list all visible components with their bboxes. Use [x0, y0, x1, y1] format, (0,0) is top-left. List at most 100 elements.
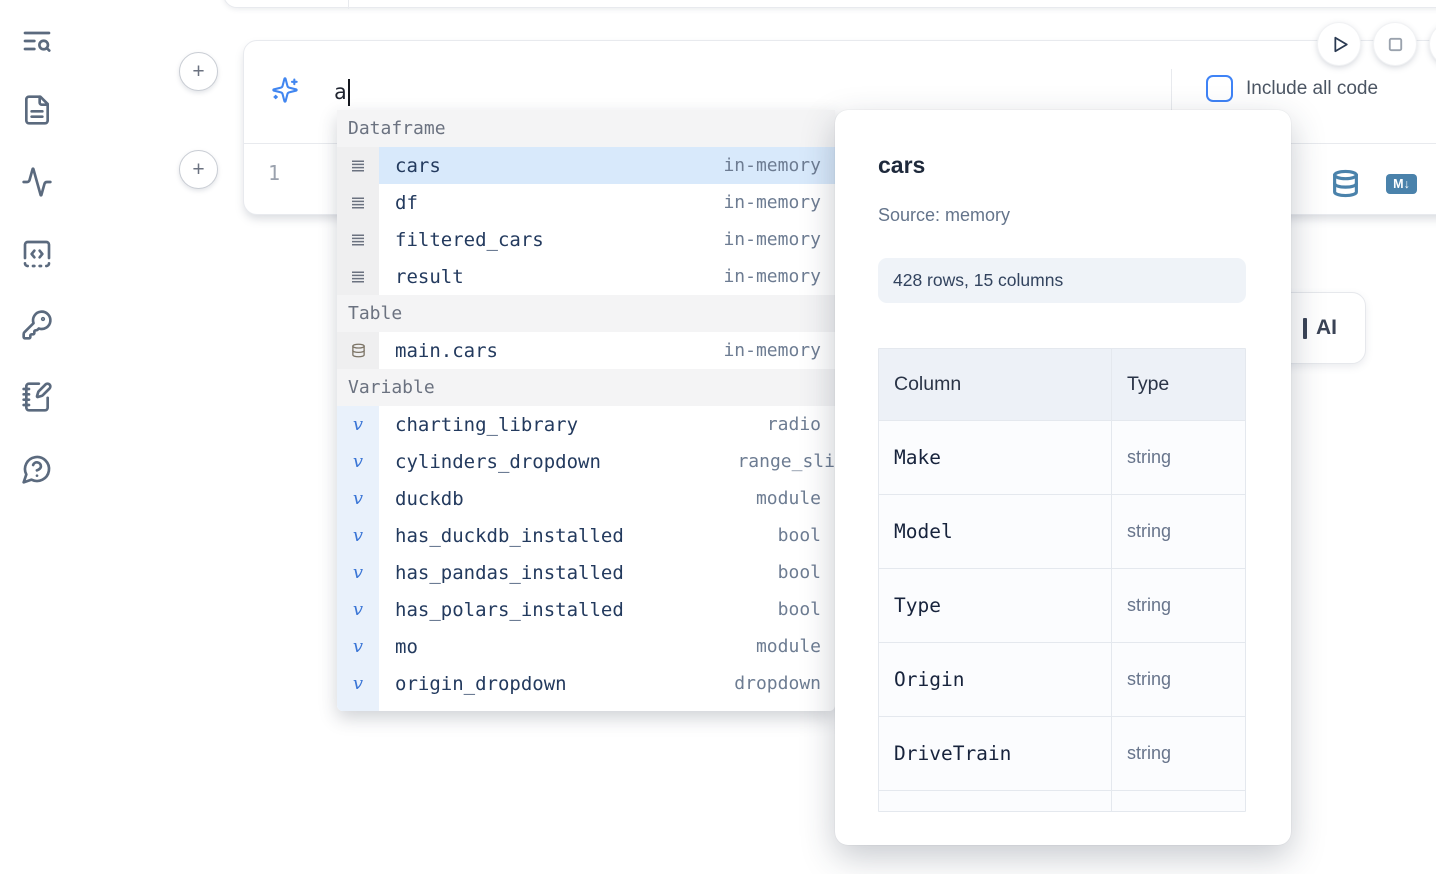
- dataframe-preview-popup: cars Source: memory 428 rows, 15 columns…: [835, 110, 1291, 845]
- preview-title: cars: [878, 152, 926, 178]
- autocomplete-section-header: Dataframe: [337, 110, 835, 147]
- dataframe-icon: [352, 233, 364, 246]
- ai-prompt-value: a: [334, 80, 347, 104]
- schema-column-name: DriveTrain: [879, 717, 1112, 790]
- autocomplete-item-gutter: [337, 147, 379, 184]
- sidebar: [0, 0, 72, 874]
- variable-icon: v: [352, 636, 364, 657]
- autocomplete-section-header: Table: [337, 295, 835, 332]
- cell-actions: M↓: [1331, 169, 1417, 198]
- completion-type: bool: [777, 562, 821, 583]
- autocomplete-item-gutter: v: [337, 591, 379, 628]
- completion-type: in-memory: [723, 192, 821, 213]
- autocomplete-item-pd[interactable]: vpdmodule: [337, 702, 835, 711]
- autocomplete-item-has_pandas_installed[interactable]: v has_pandas_installed bool: [337, 554, 835, 591]
- datasource-database-icon[interactable]: [1331, 169, 1360, 198]
- completion-type: radio: [766, 414, 821, 435]
- schema-column-name: Make: [879, 421, 1112, 494]
- line-number: 1: [268, 161, 281, 185]
- variable-icon: v: [352, 451, 364, 472]
- autocomplete-item-gutter: v: [337, 480, 379, 517]
- completion-type: in-memory: [723, 155, 821, 176]
- database-icon: [351, 343, 365, 358]
- preview-source: Source: memory: [878, 205, 1011, 225]
- code-editor[interactable]: 1: [244, 145, 1436, 214]
- add-cell-above-button[interactable]: +: [179, 52, 218, 91]
- completion-type: range_sli: [737, 451, 835, 472]
- schema-column-type: string: [1127, 447, 1172, 467]
- stop-square-icon: [1388, 37, 1402, 51]
- autocomplete-item-df[interactable]: df in-memory: [337, 184, 835, 221]
- variable-icon: v: [352, 525, 364, 546]
- completion-type: bool: [777, 525, 821, 546]
- ai-prompt-input[interactable]: a: [334, 77, 1174, 107]
- activity-tracer-icon[interactable]: [18, 163, 56, 201]
- completion-name: has_pandas_installed: [395, 561, 624, 584]
- run-cell-button[interactable]: [1318, 23, 1360, 65]
- code-snippets-icon[interactable]: [18, 235, 56, 273]
- variable-icon: v: [353, 710, 363, 711]
- include-all-code-label: Include all code: [1246, 77, 1379, 99]
- previous-cell-edge: [223, 0, 1436, 9]
- ai-row-divider: [1171, 69, 1172, 144]
- secrets-key-icon[interactable]: [18, 306, 56, 344]
- stop-cell-button[interactable]: [1374, 23, 1416, 65]
- extra-cell-button[interactable]: [1430, 23, 1436, 65]
- file-document-icon[interactable]: [18, 91, 56, 129]
- column-header: Column: [879, 349, 1112, 420]
- dataframe-icon: [352, 159, 364, 172]
- add-cell-below-button[interactable]: +: [179, 150, 218, 189]
- completion-name: mo: [395, 635, 418, 658]
- scratchpad-icon[interactable]: [18, 378, 56, 416]
- completion-name: cylinders_dropdown: [395, 450, 601, 473]
- play-icon: [1333, 36, 1348, 52]
- completion-name: filtered_cars: [395, 228, 544, 251]
- completion-name: result: [395, 265, 464, 288]
- schema-column-name: Type: [879, 569, 1112, 642]
- completion-name: has_duckdb_installed: [395, 524, 624, 547]
- autocomplete-item-gutter: v: [337, 443, 379, 480]
- completion-name: has_polars_installed: [395, 598, 624, 621]
- text-cursor: [347, 78, 350, 106]
- table-of-contents-search-icon[interactable]: [18, 22, 56, 60]
- autocomplete-item-gutter: [337, 184, 379, 221]
- autocomplete-item-gutter: v: [337, 554, 379, 591]
- include-all-code-control: Include all code: [1206, 75, 1378, 102]
- completion-type: in-memory: [723, 266, 821, 287]
- markdown-icon[interactable]: M↓: [1386, 173, 1417, 194]
- autocomplete-item-gutter: v: [337, 628, 379, 665]
- variable-icon: v: [352, 562, 364, 583]
- autocomplete-item-gutter: [337, 221, 379, 258]
- schema-column-type: string: [1127, 595, 1172, 615]
- previous-cell-divider: [348, 0, 349, 9]
- autocomplete-item-has_duckdb_installed[interactable]: v has_duckdb_installed bool: [337, 517, 835, 554]
- variable-icon: v: [352, 599, 364, 620]
- completion-name: charting_library: [395, 413, 579, 436]
- completion-name: pd: [395, 710, 756, 712]
- schema-column-name: Model: [879, 495, 1112, 568]
- include-all-code-checkbox[interactable]: [1206, 75, 1233, 102]
- sparkles-ai-icon: [271, 76, 299, 104]
- autocomplete-item-result[interactable]: result in-memory: [337, 258, 835, 295]
- completion-name: df: [395, 191, 418, 214]
- autocomplete-item-mo[interactable]: v mo module: [337, 628, 835, 665]
- help-chat-icon[interactable]: [18, 450, 56, 488]
- completion-type: module: [755, 636, 821, 657]
- completion-type: module: [755, 488, 821, 509]
- completion-name: duckdb: [395, 487, 464, 510]
- autocomplete-item-cylinders_dropdown[interactable]: v cylinders_dropdown range_sli: [337, 443, 835, 480]
- autocomplete-item-gutter: v: [337, 665, 379, 702]
- clipped-letter: [1303, 317, 1307, 339]
- dataframe-icon: [352, 196, 364, 209]
